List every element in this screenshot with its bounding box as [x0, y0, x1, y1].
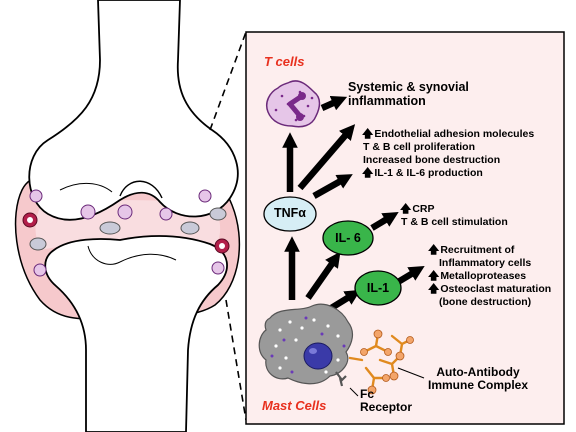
t-cells-label: T cells	[264, 54, 305, 69]
il6-label: IL- 6	[335, 231, 361, 245]
il1-effect-5: (bone destruction)	[439, 296, 532, 308]
systemic-inflammation-label: Systemic & synovial inflammation	[348, 80, 469, 108]
knee-joint-illustration	[14, 0, 241, 432]
immune-complex-label: Auto-Antibody Immune Complex	[428, 365, 529, 392]
fc-receptor-label: Fc Receptor	[360, 387, 413, 414]
il6-effect-1: 🡅CRP	[400, 203, 435, 215]
fc-receptor-pointer	[349, 387, 359, 397]
arrows	[282, 96, 425, 313]
tnf-label: TNFα	[274, 206, 306, 220]
il1-effects-list: 🡅Recruitment of Inflammatory cells 🡅Meta…	[428, 244, 551, 309]
il1-effect-3: 🡅Metalloproteases	[428, 270, 527, 282]
arrow-tnf-to-inflammation	[297, 124, 356, 191]
il6-effect-2: T & B cell stimulation	[401, 216, 508, 228]
tnf-node	[263, 196, 317, 232]
mast-cell-illustration	[258, 303, 354, 385]
joint-cells	[22, 189, 230, 277]
il1-effect-4: 🡅Osteoclast maturation	[428, 283, 552, 295]
fc-receptor-icon	[335, 371, 347, 387]
zoom-line-bottom	[225, 299, 247, 421]
arrow-il1-to-effects	[396, 265, 425, 285]
il6-effects-list: 🡅CRP T & B cell stimulation	[400, 203, 508, 229]
arrow-tnf-to-effects	[312, 174, 353, 199]
immune-complex-icon	[348, 329, 414, 395]
t-cell-illustration	[266, 80, 321, 128]
zoom-line-top	[209, 31, 247, 131]
tnf-effect-4: 🡅IL-1 & IL-6 production	[362, 167, 483, 179]
immune-complex-pointer	[397, 367, 425, 379]
il1-node	[354, 270, 402, 306]
il1-effect-2: Inflammatory cells	[439, 257, 532, 269]
mast-cells-label: Mast Cells	[262, 398, 327, 413]
mast-cell-nucleus	[303, 342, 333, 370]
femur-bone	[28, 0, 239, 221]
il6-node	[322, 220, 374, 256]
tnf-effect-1: 🡅Endothelial adhesion molecules	[362, 128, 535, 140]
tnf-effect-2: T & B cell proliferation	[363, 141, 476, 153]
arrow-tcell-to-inflammation	[320, 96, 348, 111]
il1-label: IL-1	[366, 281, 390, 295]
tnf-effects-list: 🡅Endothelial adhesion molecules T & B ce…	[362, 128, 534, 180]
arrow-mast-to-il6	[305, 251, 341, 300]
arrow-il6-to-effects	[370, 211, 399, 231]
tibia-bone	[44, 235, 228, 432]
tnf-effect-3: Increased bone destruction	[363, 154, 501, 166]
il1-effect-1: 🡅Recruitment of	[428, 244, 515, 256]
